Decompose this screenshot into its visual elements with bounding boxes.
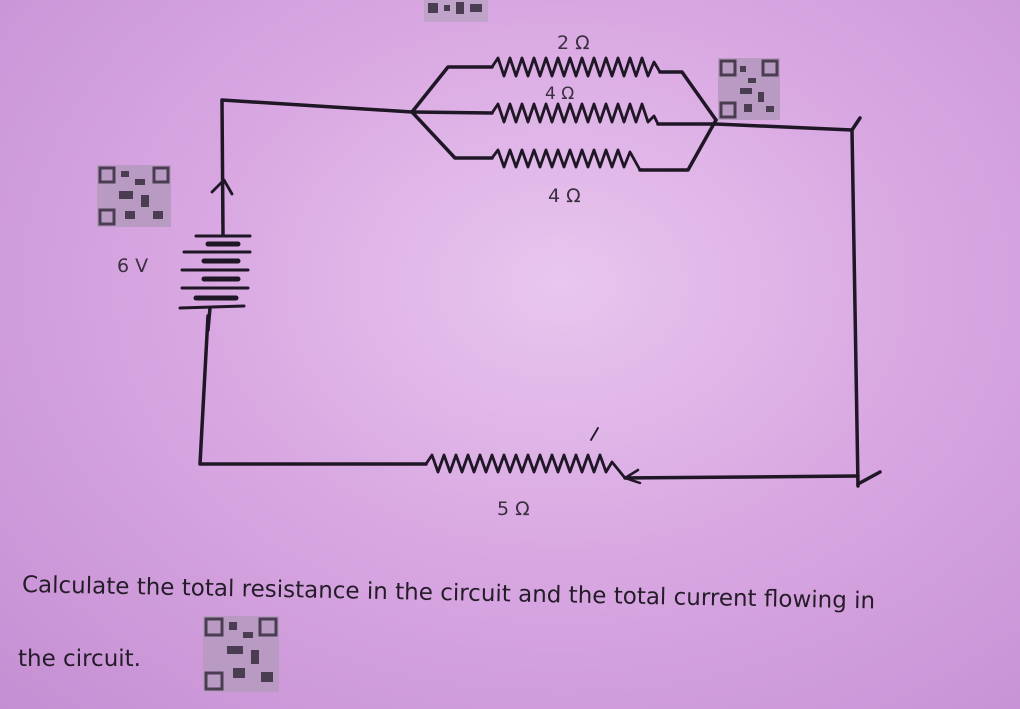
resistor-4-ohm-bottom (490, 148, 642, 171)
parallel-left-bottom-wire (410, 110, 494, 160)
parallel-mid-left-wire (410, 110, 494, 115)
qr-code-watermark-top (424, 0, 488, 22)
resistor-4-ohm-middle (490, 102, 660, 125)
qr-code-watermark-right (718, 58, 780, 120)
label-4-ohm-middle: 4 Ω (545, 84, 575, 104)
current-arrow-head-upper (623, 468, 640, 480)
pen-mark (590, 427, 599, 441)
label-battery-voltage: 6 V (117, 255, 149, 277)
resistor-5-ohm (424, 453, 627, 479)
battery-cells (178, 234, 252, 310)
label-4-ohm-bottom: 4 Ω (548, 185, 581, 207)
parallel-left-top-wire (410, 65, 494, 114)
qr-code-watermark-bottom (203, 616, 279, 692)
resistor-2-ohm (490, 56, 662, 78)
label-2-ohm: 2 Ω (557, 32, 590, 54)
bottom-right-wire (623, 474, 860, 480)
right-wire-tick-bottom (856, 470, 882, 486)
top-right-wire (714, 122, 860, 488)
parallel-right-top-wire (658, 70, 718, 122)
bottom-left-wire (198, 314, 428, 466)
right-wire-tick (850, 116, 862, 132)
question-line-2: the circuit. (18, 646, 141, 672)
qr-code-watermark-left (97, 165, 171, 227)
current-arrow-up (210, 178, 234, 196)
label-5-ohm: 5 Ω (497, 498, 530, 520)
top-left-wire (220, 98, 414, 236)
battery-bottom-lead (206, 306, 212, 332)
current-arrow-head-lower (623, 476, 642, 485)
parallel-right-bottom-wire (638, 118, 718, 172)
